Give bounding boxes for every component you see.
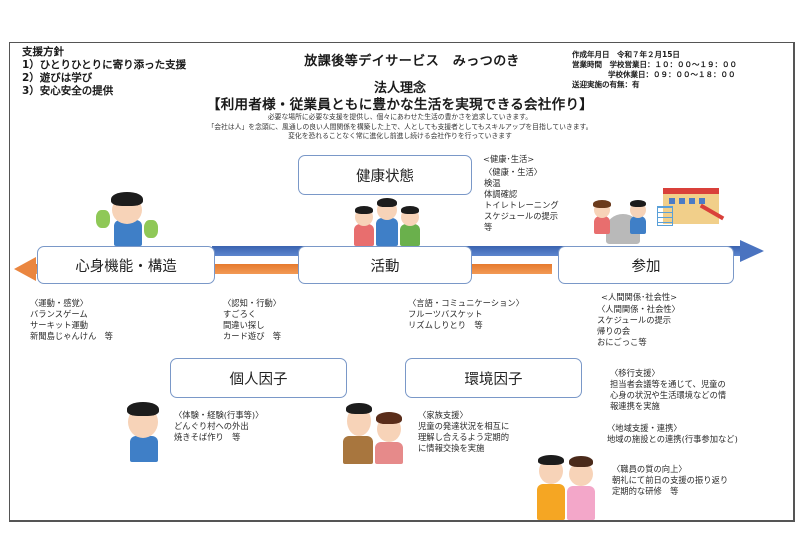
arrow-left-orange [32, 264, 552, 274]
note-line: 〈健康・生活〉 [484, 167, 543, 177]
school-building-illustration [655, 180, 735, 230]
box-health-condition: 健康状態 [298, 155, 472, 195]
personal-factor-notes: 〈体験・経験(行事等)〉 どんぐり村への外出 焼きそば作り 等 [174, 410, 263, 443]
note-line: 〈言語・コミュニケーション〉 [408, 298, 524, 308]
note-line: に情報交換を実施 [418, 443, 485, 453]
box-activity: 活動 [298, 246, 472, 284]
note-line: 〈人間関係・社会性〉 [597, 304, 680, 314]
note-line: 帰りの会 [597, 326, 631, 336]
body-notes: 〈運動・感覚〉 バランスゲーム サーキット運動 新聞島じゃんけん 等 [30, 298, 113, 342]
arrow-right-blue [212, 246, 752, 256]
note-line: 〈運動・感覚〉 [30, 298, 89, 308]
arrow-left-head-icon [14, 257, 36, 281]
facility-title-wrap: 放課後等デイサービス みっつのき [0, 50, 800, 69]
note-line: 定期的な研修 等 [612, 486, 679, 496]
note-line: 新聞島じゃんけん 等 [30, 331, 113, 341]
box-participation: 参加 [558, 246, 734, 284]
sandbox-kids-illustration [592, 196, 650, 246]
note-line: すごろく [223, 309, 257, 319]
support-policy: 支援方針 1）ひとりひとりに寄り添った支援 2）遊びは学び 3）安心安全の提供 [22, 46, 186, 98]
note-line: 等 [484, 222, 493, 232]
language-notes: 〈言語・コミュニケーション〉 フルーツバスケット リズムしりとり 等 [408, 298, 524, 331]
note-line: 児童の発達状況を相互に [418, 421, 510, 431]
document-frame [9, 42, 795, 522]
box-environmental-factors: 環境因子 [405, 358, 582, 398]
philosophy-line: 必要な場所に必要な支援を提供し、個々にあわせた生活の豊かさを追求していきます。 [267, 113, 533, 121]
health-notes: 〈健康・生活〉 検温 体調確認 トイレトレーニング スケジュールの提示 等 [484, 167, 559, 233]
parents-illustration [343, 400, 405, 464]
created-date: 作成年月日 令和７年２月15日 [572, 50, 680, 59]
hours-school-holiday: 学校休業日：０９：００～１８：００ [608, 70, 736, 79]
note-line: 〈職員の質の向上〉 [612, 464, 687, 474]
note-line: フルーツバスケット [408, 309, 483, 319]
note-line: サーキット運動 [30, 320, 89, 330]
staff-illustration [535, 450, 597, 520]
note-line: カード遊び 等 [223, 331, 282, 341]
philosophy-line: 「会社は人」を念頭に、風通しの良い人間関係を構築した上で、人としても支援者として… [207, 122, 593, 131]
philosophy-description: 必要な場所に必要な支援を提供し、個々にあわせた生活の豊かさを追求していきます。 … [0, 113, 800, 142]
policy-item: 3）安心安全の提供 [22, 85, 114, 97]
note-line: 心身の状況や生活環境などの情 [610, 390, 727, 400]
regional-support-notes: 〈地域支援・連携〉 地域の施設との連携(行事参加など) [607, 423, 738, 445]
note-line: リズムしりとり 等 [408, 320, 483, 330]
note-line: 担当者会議等を通じて、児童の [610, 379, 726, 389]
policy-item: 1）ひとりひとりに寄り添った支援 [22, 59, 187, 71]
note-line: 〈移行支援〉 [610, 368, 660, 378]
transport-status: 送迎実施の有無：有 [572, 80, 640, 89]
hours-school-day: 営業時間 学校営業日：１０：００～１９：００ [572, 60, 737, 69]
participation-category-label: <人間関係･社会性> [601, 292, 678, 302]
family-support-notes: 〈家族支援〉 児童の発達状況を相互に 理解し合えるよう定期的 に情報交換を実施 [418, 410, 509, 454]
note-line: 体調確認 [484, 189, 518, 199]
health-category-label: <健康･生活> [483, 154, 535, 164]
philosophy-main: 【利用者様・従業員ともに豊かな生活を実現できる会社作り】 [206, 97, 594, 113]
policy-heading: 支援方針 [22, 46, 64, 58]
note-line: 焼きそば作り 等 [174, 432, 241, 442]
staff-quality-notes: 〈職員の質の向上〉 朝礼にて前日の支援の振り返り 定期的な研修 等 [612, 464, 728, 497]
philosophy-heading: 法人理念 [373, 81, 426, 96]
note-line: 〈体験・経験(行事等)〉 [174, 410, 264, 420]
arrow-right-head-icon [740, 240, 764, 262]
note-line: 〈家族支援〉 [418, 410, 468, 420]
note-line: 地域の施設との連携(行事参加など) [607, 434, 738, 444]
cognition-notes: 〈認知・行動〉 すごろく 間違い探し カード遊び 等 [223, 298, 281, 342]
facility-info: 作成年月日 令和７年２月15日 営業時間 学校営業日：１０：００～１９：００ 学… [572, 50, 737, 90]
boy-determined-illustration [122, 398, 164, 464]
boy-slime-illustration [92, 190, 162, 246]
policy-item: 2）遊びは学び [22, 72, 93, 84]
box-body-function: 心身機能・構造 [37, 246, 215, 284]
note-line: 理解し合えるよう定期的 [418, 432, 510, 442]
note-line: スケジュールの提示 [484, 211, 559, 221]
facility-title: 放課後等デイサービス みっつのき [304, 54, 520, 69]
participation-notes: 〈人間関係・社会性〉 スケジュールの提示 帰りの会 おにごっこ等 [597, 304, 680, 348]
note-line: バランスゲーム [30, 309, 88, 319]
children-group-illustration [352, 196, 422, 246]
philosophy-line: 変化を恐れることなく常に進化し前進し続ける会社作りを行っていきます [288, 132, 512, 140]
transition-support-notes: 〈移行支援〉 担当者会議等を通じて、児童の 心身の状況や生活環境などの情 報連携… [610, 368, 726, 412]
note-line: 検温 [484, 178, 501, 188]
note-line: 間違い探し [223, 320, 265, 330]
note-line: 〈認知・行動〉 [223, 298, 282, 308]
note-line: どんぐり村への外出 [174, 421, 249, 431]
note-line: トイレトレーニング [484, 200, 559, 210]
note-line: 朝礼にて前日の支援の振り返り [612, 475, 729, 485]
note-line: 報連携を実施 [610, 401, 660, 411]
note-line: スケジュールの提示 [597, 315, 672, 325]
box-personal-factors: 個人因子 [170, 358, 347, 398]
note-line: 〈地域支援・連携〉 [607, 423, 682, 433]
note-line: おにごっこ等 [597, 337, 647, 347]
